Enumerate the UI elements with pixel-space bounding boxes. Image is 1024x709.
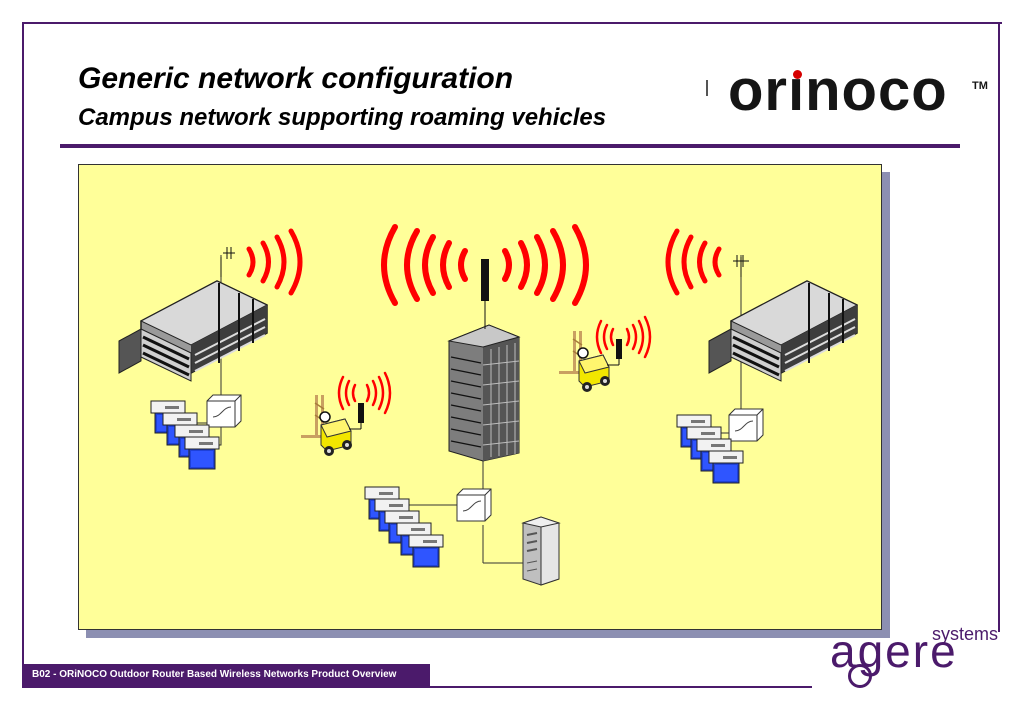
footer-label: B02 - ORiNOCO Outdoor Router Based Wirel… [24, 664, 430, 686]
slide-frame-left [22, 22, 24, 688]
orinoco-logo-part: ı [788, 58, 806, 123]
building-icon [117, 279, 269, 383]
orinoco-logo-part: or [728, 58, 788, 123]
lan-right [676, 408, 764, 484]
computer-icon [184, 436, 220, 470]
roaming-vehicle-left [300, 371, 392, 457]
router-icon [456, 488, 492, 522]
campus-building-left [117, 228, 303, 383]
trademark-mark: TM [972, 80, 988, 92]
building-icon [707, 279, 859, 383]
wifi-signal-icon [665, 228, 722, 296]
logo-separator [706, 80, 708, 96]
router-icon [728, 408, 764, 442]
slide-frame-right [998, 22, 1000, 618]
wifi-signal-icon [381, 224, 589, 306]
server-icon [521, 516, 561, 586]
router-icon [206, 394, 242, 428]
wifi-signal-icon [246, 228, 303, 296]
slide-frame-bottom [22, 686, 812, 688]
roaming-vehicle-right [558, 315, 652, 393]
agere-logo-loop-icon [848, 664, 872, 688]
lan-center [364, 486, 561, 586]
computer-icon [708, 450, 744, 484]
antenna-icon [733, 255, 749, 267]
slide-title: Generic network configuration [78, 62, 514, 95]
agere-logo-bar [998, 612, 1000, 632]
tower-icon [447, 324, 521, 462]
orinoco-logo-dot-icon [792, 70, 802, 79]
slide-frame-top [22, 22, 1002, 24]
wifi-signal-icon [595, 315, 652, 359]
forklift-icon [300, 394, 365, 457]
antenna-icon [223, 247, 235, 259]
slide-subtitle: Campus network supporting roaming vehicl… [78, 104, 607, 131]
orinoco-logo-i: ı [788, 62, 805, 120]
campus-building-right [665, 228, 859, 383]
lan-left [150, 394, 242, 470]
computer-icon [408, 534, 444, 568]
wifi-signal-icon [337, 371, 392, 415]
agere-tagline: systems [932, 624, 999, 644]
orinoco-logo-part: noco [805, 58, 948, 123]
office-tower-center [381, 224, 589, 462]
antenna-icon [481, 259, 489, 329]
network-diagram [117, 224, 859, 586]
title-divider [60, 144, 960, 148]
network-diagram-panel [78, 164, 882, 630]
